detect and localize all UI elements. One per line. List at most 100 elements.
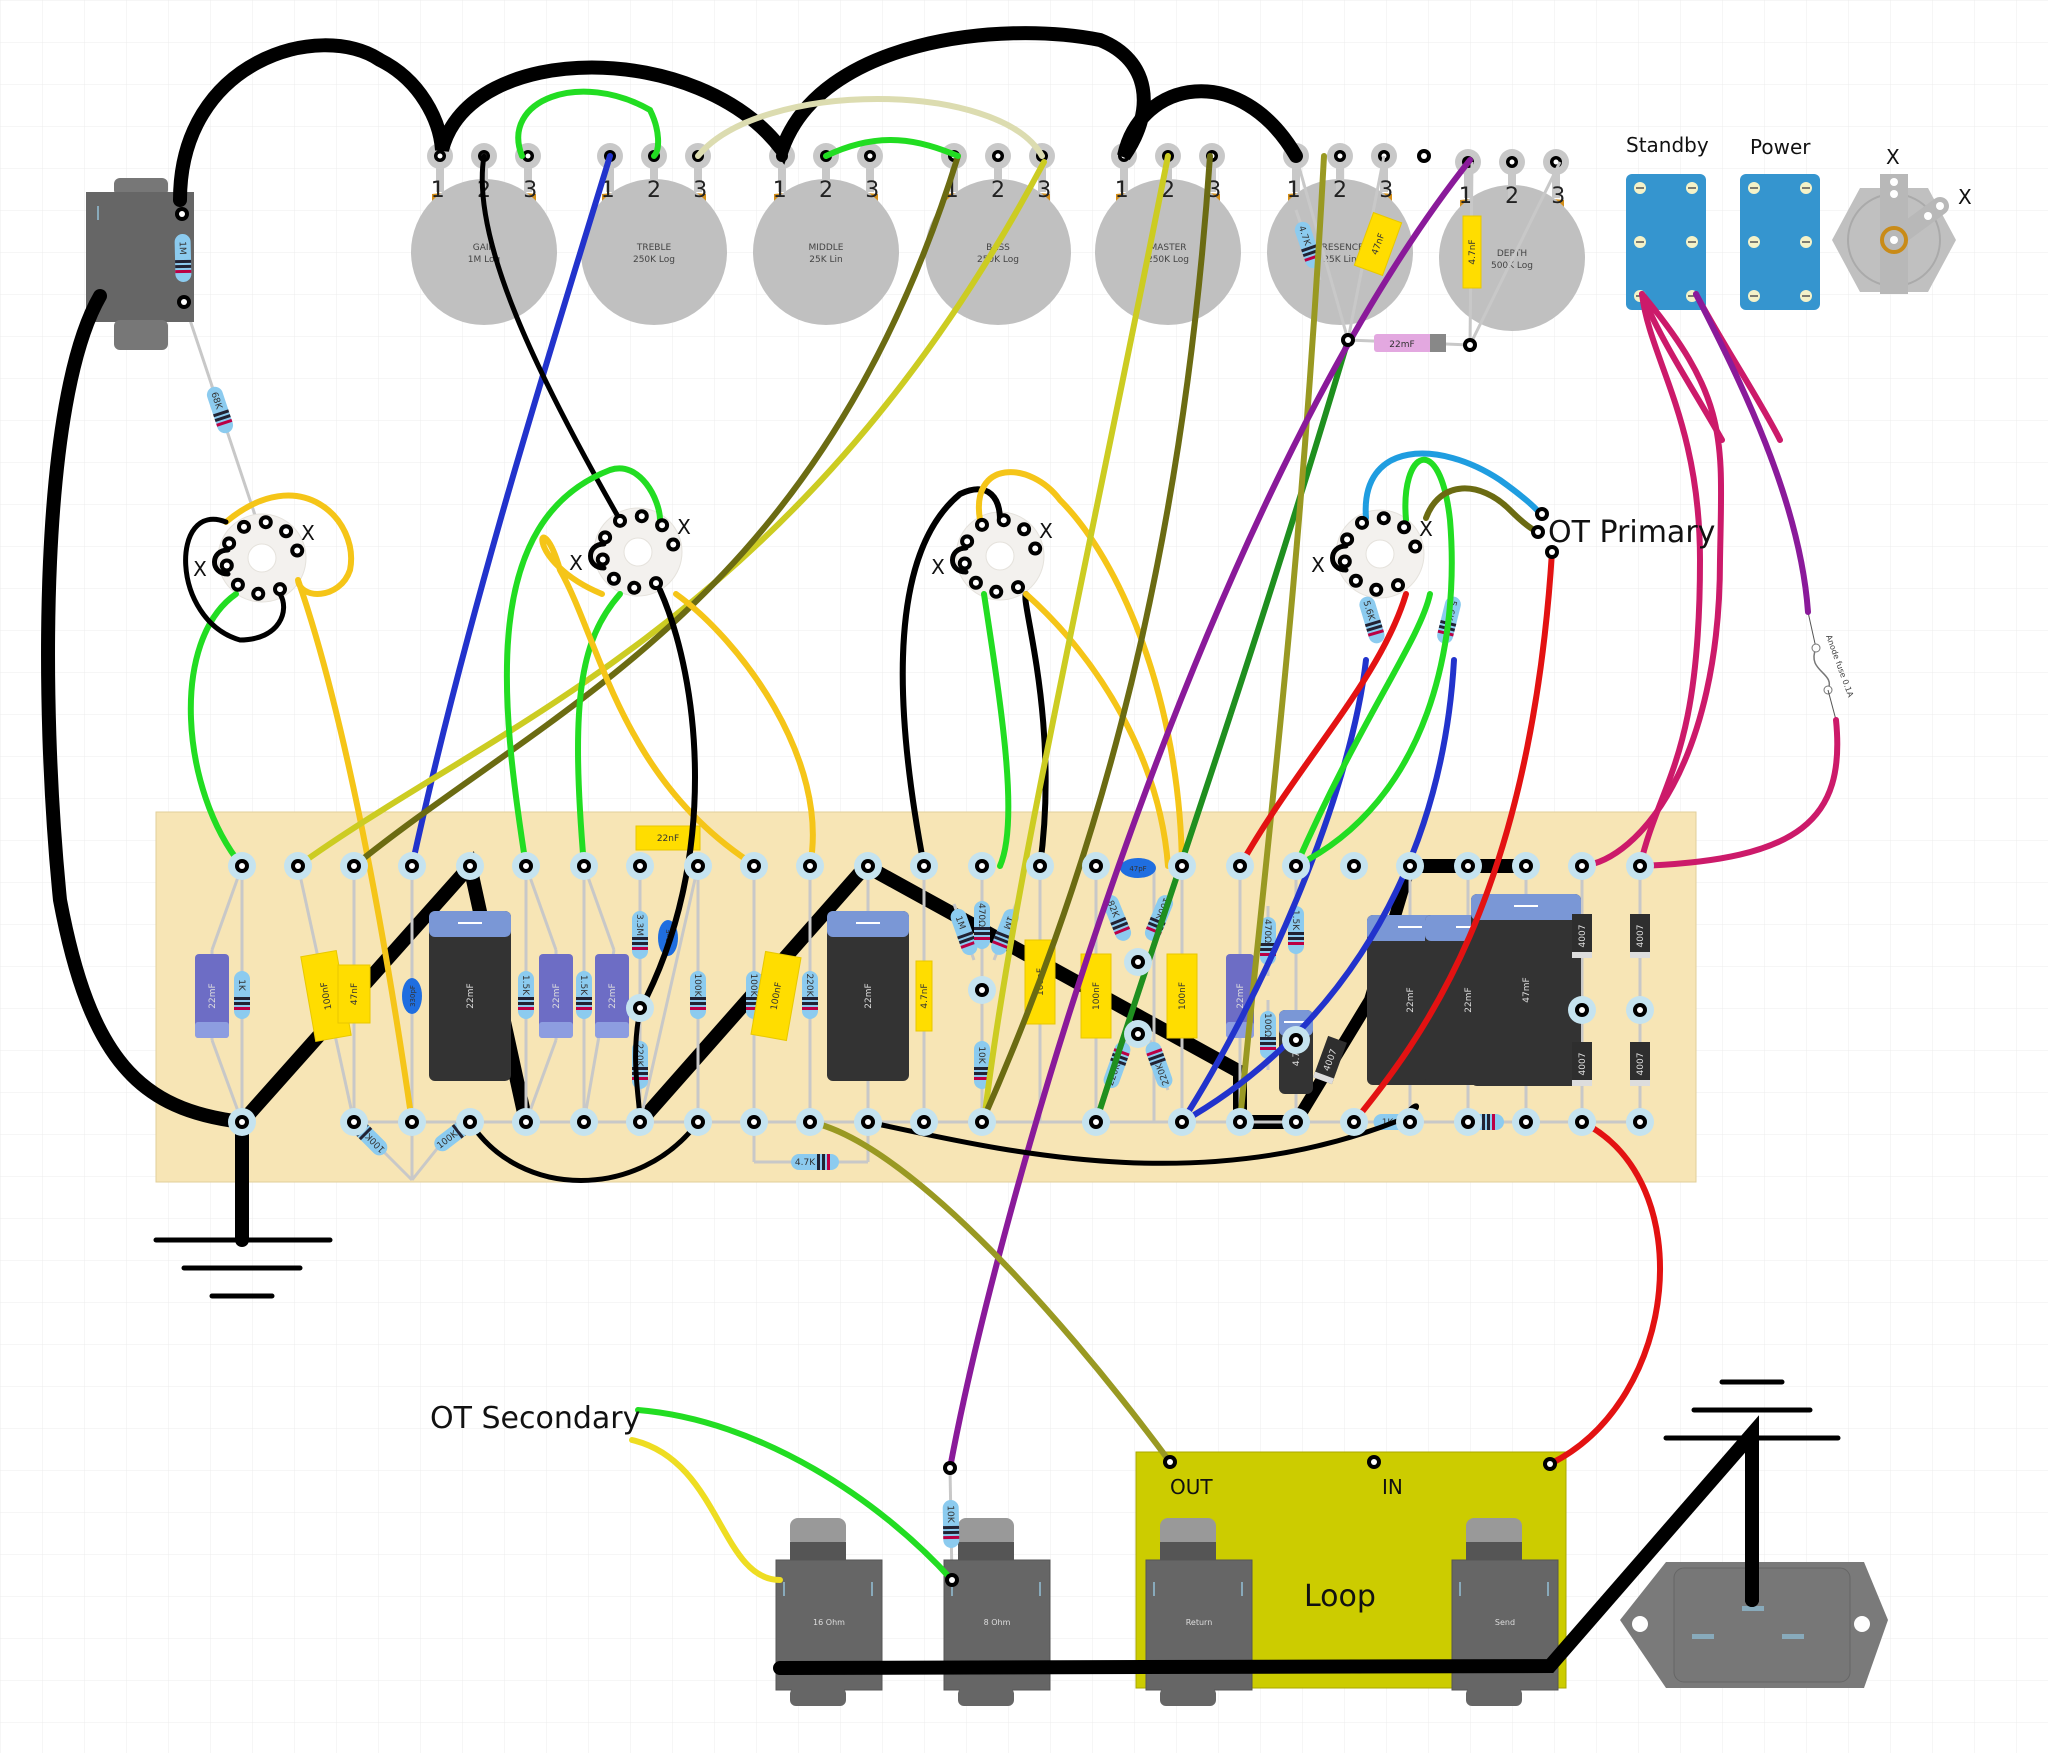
resistor-band: [1260, 943, 1276, 946]
solder-point: [1463, 338, 1477, 352]
valve-pin: [595, 552, 610, 567]
eyelet-center: [1293, 1037, 1299, 1043]
resistor-value: 470Ω: [1262, 919, 1272, 943]
wire-green: [1293, 456, 1455, 869]
solder-center: [1401, 524, 1408, 531]
wire-green: [187, 591, 245, 869]
bridge-cap-body: [1374, 334, 1446, 352]
resistor-value: 220K: [804, 973, 814, 997]
standby-switch[interactable]: [1626, 174, 1706, 310]
valve-pin: [1028, 541, 1043, 556]
solder-center: [1000, 517, 1007, 524]
diode-d5: 4007: [1630, 1042, 1650, 1086]
eyelet-center: [1637, 1007, 1643, 1013]
diode-value: 4007: [1636, 1053, 1646, 1076]
solder-center: [1539, 511, 1545, 517]
turret-eyelet-bottom: [1396, 1108, 1424, 1136]
resistor-value: 1M: [953, 915, 967, 931]
wire-olive: [979, 153, 1213, 1125]
valve-pin: [258, 515, 273, 530]
can-body: [1471, 894, 1581, 1086]
resistor-value: 100K: [692, 973, 702, 997]
pot-lug-number: 2: [1333, 178, 1347, 203]
loop-out-terminal: [1163, 1455, 1177, 1469]
turret-eyelet-top: [684, 852, 712, 880]
eyelet-center: [1093, 1119, 1099, 1125]
solder-center: [1421, 153, 1427, 159]
resistor-band: [958, 935, 975, 945]
resistor-r25: 5.6K: [1359, 596, 1385, 644]
heater-jumper: [588, 541, 607, 571]
eyelet-center: [467, 1119, 473, 1125]
pot-value: 250K Log: [977, 255, 1019, 265]
wire-light-blue: [1362, 450, 1545, 521]
eyelet-center: [1637, 1119, 1643, 1125]
electrolytic-cap-c1: 22mF: [195, 954, 229, 1038]
solder-center: [653, 580, 659, 587]
resistor-band: [632, 937, 648, 940]
pot-lug-number: 1: [431, 178, 445, 203]
eyelet-center: [1407, 1119, 1413, 1125]
power-switch[interactable]: [1740, 174, 1820, 310]
eyelet-center: [1579, 1007, 1585, 1013]
resistor-band: [1288, 942, 1304, 945]
turret-eyelet-bottom: [1340, 1108, 1368, 1136]
resistor-r19: 100Ω: [1260, 1011, 1276, 1059]
eyelet-center: [979, 987, 985, 993]
resistor-value: 470Ω: [976, 903, 986, 927]
jack-nut-bottom: [790, 1688, 846, 1706]
resistor-value: 1.5K: [520, 975, 530, 996]
jack-nut-bottom: [958, 1688, 1014, 1706]
ot-primary-label: OT Primary: [1548, 515, 1715, 550]
turret-eyelet-mid: [1568, 996, 1596, 1024]
pot-value: 25K Lin: [809, 255, 842, 265]
pot-lug-stem: [1508, 168, 1516, 198]
diode-body: [1630, 914, 1650, 958]
ecap-body: [1226, 954, 1254, 1038]
eyelet-center: [1465, 863, 1471, 869]
component-lead: [380, 1148, 414, 1182]
pot-lug-stem: [1120, 162, 1128, 192]
turret-eyelet-bottom: [1282, 1108, 1310, 1136]
resistor-band: [1260, 1042, 1276, 1045]
film-cap-c12: 4.7nF: [915, 960, 933, 1032]
iec-power-inlet[interactable]: [1620, 1562, 1888, 1688]
eyelet-center: [979, 863, 985, 869]
selector-terminal: [1924, 212, 1932, 220]
eyelet-center: [921, 863, 927, 869]
solder-center: [1167, 1459, 1173, 1465]
cap-value: 22nF: [657, 834, 679, 844]
resistor-band: [175, 269, 192, 274]
heater-jumper: [1330, 543, 1349, 573]
resistor-band: [1149, 1057, 1166, 1066]
resistor-band: [974, 1067, 990, 1070]
pot-body: [411, 179, 557, 325]
pot-lug-center: [1553, 159, 1559, 165]
solder-center: [631, 584, 638, 591]
resistor-band: [1260, 1047, 1276, 1050]
rotary-selector-switch[interactable]: [1832, 174, 1956, 294]
resistor-r9: 1M: [950, 908, 978, 956]
solder-point: [943, 1461, 957, 1475]
film-cap-c10: 100nF: [750, 950, 802, 1042]
resistor-band: [358, 1126, 373, 1141]
resistor-band: [974, 927, 990, 930]
cap-body: [1462, 215, 1482, 289]
resistor-r12: 10K: [974, 1041, 990, 1089]
valve-pin: [1376, 511, 1391, 526]
valve-pin: [975, 517, 989, 532]
resistor-band: [993, 935, 1010, 945]
solder-center: [277, 586, 283, 593]
wire-black: [467, 1119, 701, 1183]
eyelet-center: [409, 1119, 415, 1125]
resistor-band: [576, 997, 592, 1000]
wire-red: [1547, 1119, 1663, 1467]
pot-lug-stem: [1552, 168, 1560, 198]
valve-pin: [957, 556, 972, 571]
resistor-band: [1114, 926, 1131, 935]
ceramic-value: 330pF: [409, 985, 417, 1007]
pot-lug-center: [867, 153, 873, 159]
component-lead: [1468, 161, 1562, 346]
